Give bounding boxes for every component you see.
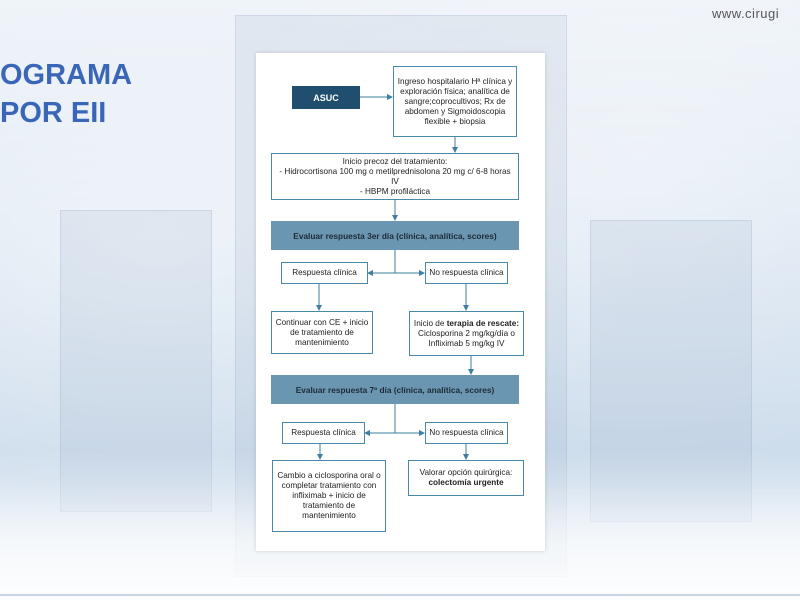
rescate-box: Inicio de terapia de rescate: Ciclospori… [409,311,524,356]
respuesta-clinica-2-box: Respuesta clínica [282,422,365,444]
slide-title-line2: POR EII [0,97,107,129]
ingreso-box: Ingreso hospitalario Hª clínica y explor… [393,66,517,137]
inicio-line3: - HBPM profiláctica [359,186,431,196]
slide-title-line1: OGRAMA [0,59,133,91]
valorar-box: Valorar opción quirúrgica: colectomía ur… [408,460,524,496]
no-respuesta-2-text: No respuesta clínica [429,428,504,437]
asuc-box: ASUC [292,86,360,109]
inicio-tratamiento-box: Inicio precoz del tratamiento: - Hidroco… [271,153,519,200]
cambio-text: Cambio a ciclosporina oral o completar t… [277,471,381,520]
respuesta-clinica-1-text: Respuesta clínica [292,268,357,277]
bottom-line [0,594,800,596]
rescate-line2: Ciclosporina 2 mg/kg/día o [418,328,515,338]
no-respuesta-1-box: No respuesta clínica [425,262,508,284]
asuc-label: ASUC [313,92,339,103]
evaluar-7-dia-band: Evaluar respuesta 7º día (clínica, analí… [271,375,519,404]
inicio-line1: Inicio precoz del tratamiento: [342,156,448,166]
inicio-line2: - Hidrocortisona 100 mg o metilprednisol… [279,166,511,186]
no-respuesta-2-box: No respuesta clínica [425,422,508,444]
evaluar-3-dia-band: Evaluar respuesta 3er día (clínica, anal… [271,221,519,250]
continuar-box: Continuar con CE + inicio de tratamiento… [271,311,373,354]
evaluar-7-dia-text: Evaluar respuesta 7º día (clínica, analí… [295,384,495,395]
website-url: www.cirugi [712,6,780,21]
cambio-box: Cambio a ciclosporina oral o completar t… [272,460,386,532]
rescate-prefix: Inicio de [413,318,447,328]
rescate-line3: Infliximab 5 mg/kg IV [428,338,505,348]
continuar-text: Continuar con CE + inicio de tratamiento… [275,317,369,347]
valorar-line1: Valorar opción quirúrgica: [419,468,513,477]
rescate-bold: terapia de rescate: [446,318,520,328]
respuesta-clinica-2-text: Respuesta clínica [291,428,356,437]
valorar-bold: colectomía urgente [428,478,504,487]
no-respuesta-1-text: No respuesta clínica [429,268,504,277]
ingreso-text: Ingreso hospitalario Hª clínica y explor… [397,76,513,126]
slide-title: OGRAMA POR EII [0,56,132,132]
respuesta-clinica-1-box: Respuesta clínica [281,262,368,284]
evaluar-3-dia-text: Evaluar respuesta 3er día (clínica, anal… [293,230,497,241]
